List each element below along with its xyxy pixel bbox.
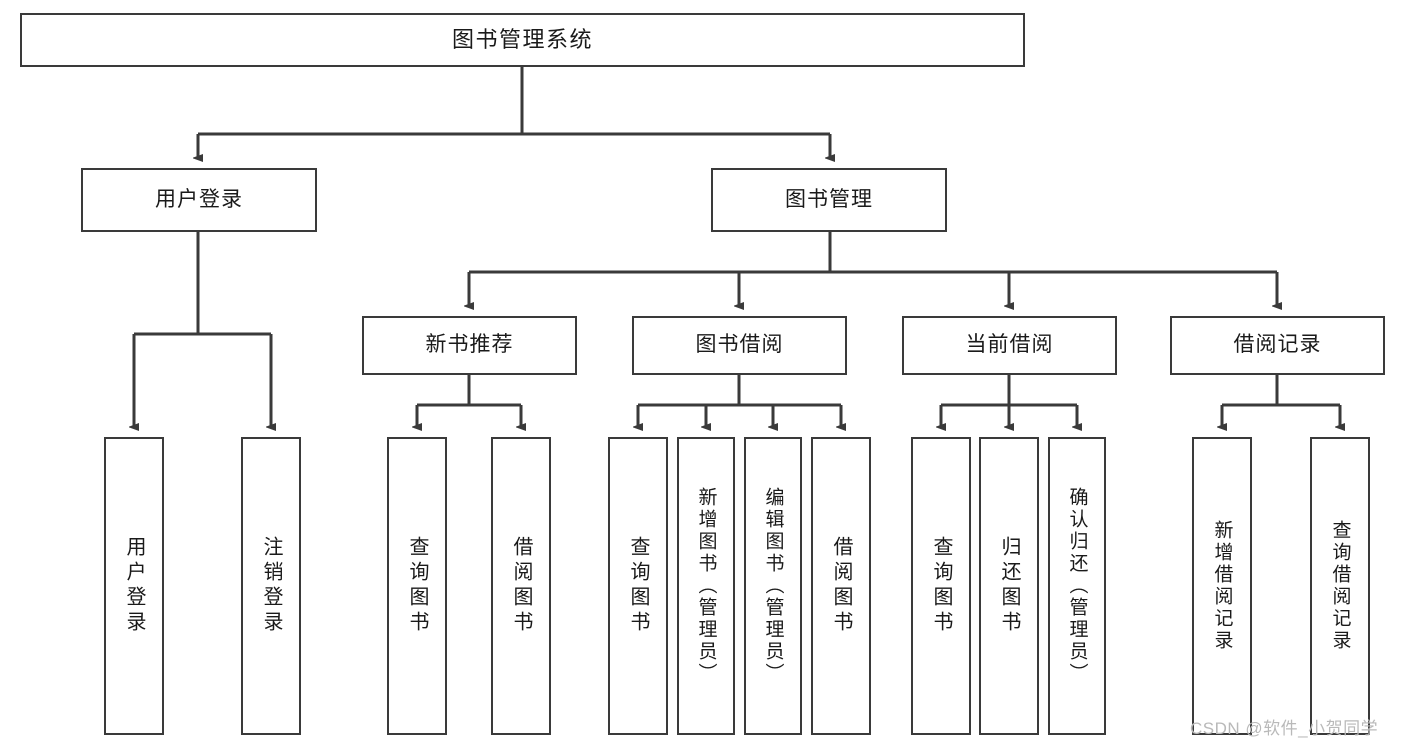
leaf-current-return-book[interactable]: 归还图书 [979, 437, 1039, 735]
leaf-user-login-signin[interactable]: 用户登录 [104, 437, 164, 735]
node-label: 借阅图书 [830, 536, 852, 636]
leaf-current-query-book[interactable]: 查询图书 [911, 437, 971, 735]
node-label: 查询图书 [930, 536, 952, 636]
leaf-borrow-borrow-book[interactable]: 借阅图书 [811, 437, 871, 735]
node-label: 新书推荐 [425, 333, 514, 357]
node-label: 新增借阅记录 [1211, 520, 1233, 652]
node-root-book-management-system[interactable]: 图书管理系统 [20, 13, 1025, 67]
leaf-user-login-signout[interactable]: 注销登录 [241, 437, 301, 735]
leaf-new-book-query[interactable]: 查询图书 [387, 437, 447, 735]
node-label: 注销登录 [260, 536, 282, 636]
node-label: 查询借阅记录 [1329, 520, 1351, 652]
node-current-borrowing[interactable]: 当前借阅 [902, 316, 1117, 375]
leaf-new-book-borrow[interactable]: 借阅图书 [491, 437, 551, 735]
node-label: 新增图书（管理员） [695, 487, 717, 685]
leaf-borrow-query-book[interactable]: 查询图书 [608, 437, 668, 735]
leaf-borrow-edit-book-admin[interactable]: 编辑图书（管理员） [744, 437, 802, 735]
leaf-record-add-borrow-record[interactable]: 新增借阅记录 [1192, 437, 1252, 735]
node-label: 借阅图书 [510, 536, 532, 636]
node-label: 查询图书 [406, 536, 428, 636]
leaf-record-query-borrow-record[interactable]: 查询借阅记录 [1310, 437, 1370, 735]
node-label: 图书借阅 [695, 333, 784, 357]
node-book-borrowing[interactable]: 图书借阅 [632, 316, 847, 375]
node-book-management[interactable]: 图书管理 [711, 168, 947, 232]
node-label: 图书管理 [785, 187, 873, 211]
node-label: 借阅记录 [1233, 333, 1322, 357]
node-label: 图书管理系统 [451, 27, 593, 53]
node-label: 归还图书 [998, 536, 1020, 636]
node-label: 用户登录 [123, 536, 145, 636]
leaf-current-confirm-return-admin[interactable]: 确认归还（管理员） [1048, 437, 1106, 735]
node-new-book-recommendation[interactable]: 新书推荐 [362, 316, 577, 375]
node-borrowing-record[interactable]: 借阅记录 [1170, 316, 1385, 375]
node-label: 编辑图书（管理员） [762, 487, 784, 685]
node-label: 当前借阅 [965, 333, 1054, 357]
node-label: 查询图书 [627, 536, 649, 636]
csdn-watermark: CSDN @软件_小贺同学 [1190, 719, 1379, 738]
node-label: 用户登录 [155, 187, 243, 211]
leaf-borrow-add-book-admin[interactable]: 新增图书（管理员） [677, 437, 735, 735]
node-user-login[interactable]: 用户登录 [81, 168, 317, 232]
node-label: 确认归还（管理员） [1066, 487, 1088, 685]
